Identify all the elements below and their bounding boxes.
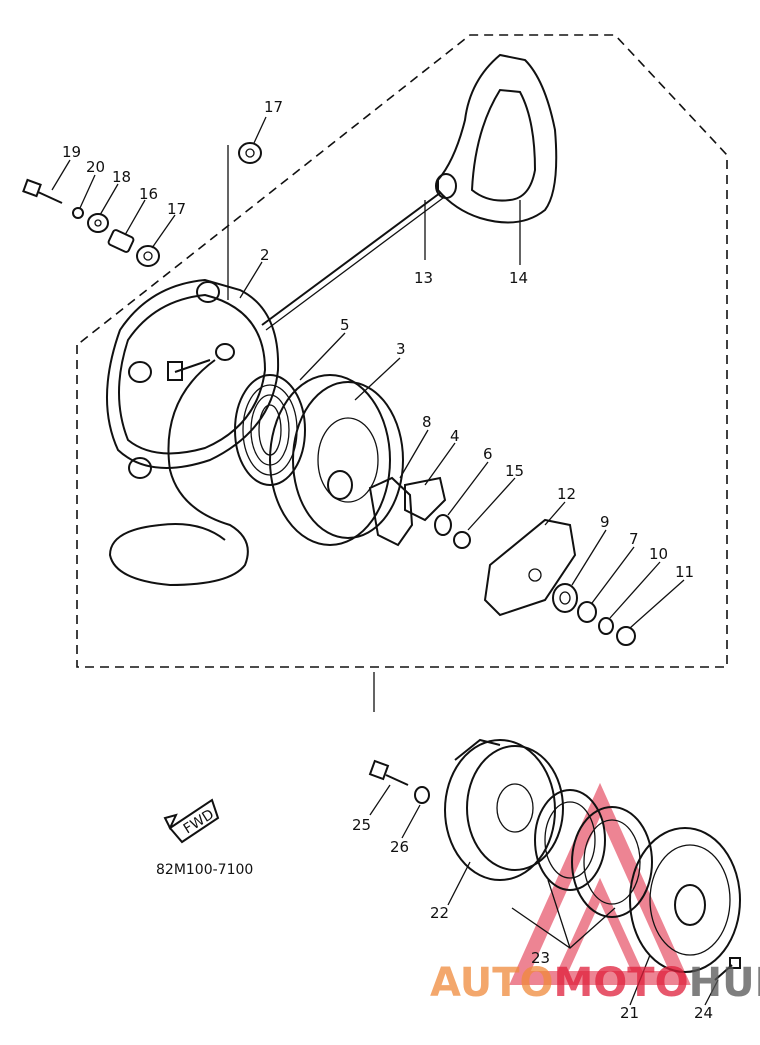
assembly-boundary [76, 34, 728, 668]
label-part-20: 20 [86, 158, 105, 176]
label-part-22: 22 [430, 904, 449, 922]
label-part-18: 18 [112, 168, 131, 186]
label-part-11: 11 [675, 563, 694, 581]
grommet-17a [238, 142, 262, 164]
washer-10 [598, 617, 614, 635]
nut-15 [453, 531, 471, 549]
reel-3 [269, 374, 404, 546]
label-part-9: 9 [600, 513, 610, 531]
spring-6 [434, 514, 452, 536]
fwd-arrow: FWD [163, 798, 220, 844]
pulley-22 [444, 738, 564, 881]
label-part-15: 15 [505, 462, 524, 480]
washer-26 [414, 786, 430, 804]
label-part-10: 10 [649, 545, 668, 563]
label-part-21: 21 [620, 1004, 639, 1022]
gasket-23 [534, 789, 653, 918]
label-part-23: 23 [531, 949, 550, 967]
plate-4 [404, 476, 447, 522]
label-part-16: 16 [139, 185, 158, 203]
label-part-14: 14 [509, 269, 528, 287]
flywheel-21 [629, 827, 741, 973]
diagram-code: 82M100-7100 [156, 862, 253, 878]
label-part-2: 2 [260, 246, 270, 264]
label-part-17a: 17 [264, 98, 283, 116]
recoil-housing-2 [106, 278, 280, 479]
watermark-text: AUTOMOTOHUB [430, 960, 760, 1006]
starter-rope [261, 192, 444, 331]
label-part-8: 8 [422, 413, 432, 431]
label-part-26: 26 [390, 838, 409, 856]
grommet-17b [136, 245, 160, 267]
bushing-9 [552, 583, 578, 613]
leader-lines [51, 116, 719, 1006]
label-part-7: 7 [629, 530, 639, 548]
starter-handle-14 [435, 53, 558, 224]
label-part-25: 25 [352, 816, 371, 834]
label-part-24: 24 [694, 1004, 713, 1022]
part-labels: 19 20 18 16 17 17 2 5 3 8 4 6 15 12 9 7 … [62, 98, 713, 1022]
label-part-6: 6 [483, 445, 493, 463]
cover-plate-12 [483, 518, 577, 617]
fwd-label: FWD [181, 806, 217, 837]
washer-20 [72, 207, 84, 219]
watermark-part-a: AUTO [430, 960, 554, 1006]
collar-16 [107, 229, 135, 253]
nut-11 [616, 626, 636, 646]
label-part-13: 13 [414, 269, 433, 287]
label-part-3: 3 [396, 340, 406, 358]
watermark-part-b: MOTO [554, 960, 689, 1006]
bolt-19 [22, 178, 63, 204]
bolt-24 [714, 957, 741, 981]
washer-7 [577, 601, 597, 623]
label-part-12: 12 [557, 485, 576, 503]
bolt-25 [368, 759, 409, 786]
pawl-8 [368, 476, 414, 547]
watermark-part-c: HUB [689, 960, 760, 1006]
label-part-5: 5 [340, 316, 350, 334]
label-part-17b: 17 [167, 200, 186, 218]
label-part-4: 4 [450, 427, 460, 445]
label-part-19: 19 [62, 143, 81, 161]
washer-18 [87, 213, 109, 233]
rope-coil [108, 359, 249, 587]
